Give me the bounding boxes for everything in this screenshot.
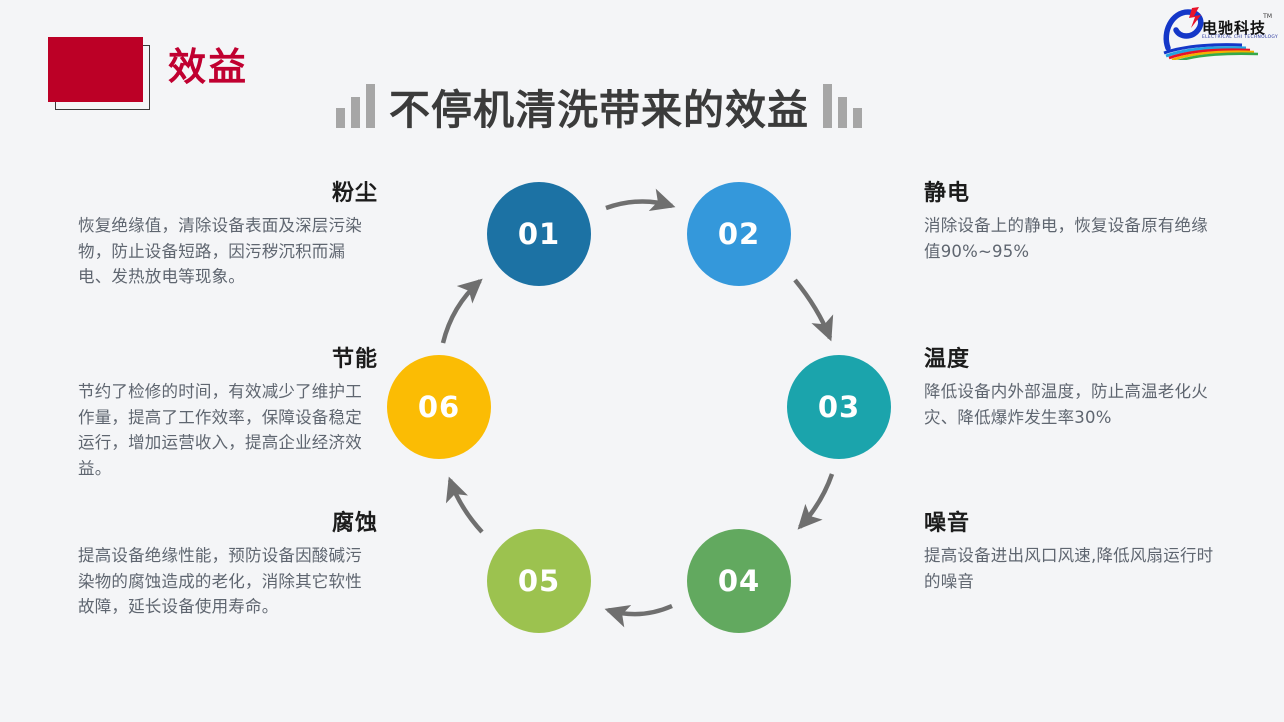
title-group: 不停机清洗带来的效益 — [336, 68, 862, 134]
benefit-block-temperature: 温度 降低设备内外部温度，防止高温老化火灾、降低爆炸发生率30% — [924, 347, 1224, 430]
benefit-block-corrosion: 腐蚀 提高设备绝缘性能，预防设备因酸碱污染物的腐蚀造成的老化，消除其它软性故障，… — [78, 511, 378, 620]
benefit-body-noise: 提高设备进出风口风速,降低风扇运行时的噪音 — [924, 546, 1214, 591]
step-circle-06[interactable]: 06 — [387, 355, 491, 459]
benefit-block-dust: 粉尘 恢复绝缘值，清除设备表面及深层污染物，防止设备短路，因污秽沉积而漏电、发热… — [78, 181, 378, 290]
arrow-03-to-04 — [797, 473, 835, 530]
bar-chart-right-icon — [823, 84, 862, 128]
kicker-label: 效益 — [168, 45, 249, 89]
bar-chart-left-icon — [336, 84, 375, 128]
benefit-body-dust: 恢复绝缘值，清除设备表面及深层污染物，防止设备短路，因污秽沉积而漏电、发热放电等… — [78, 216, 362, 287]
benefit-body-temperature: 降低设备内外部温度，防止高温老化火灾、降低爆炸发生率30% — [924, 382, 1208, 427]
benefit-heading-energy: 节能 — [331, 347, 378, 372]
company-logo: 电驰科技 ELECTRICAL CHI TECHNOLOGY TM — [1158, 4, 1278, 60]
benefit-block-noise: 噪音 提高设备进出风口风速,降低风扇运行时的噪音 — [924, 511, 1224, 594]
arrow-02-to-03 — [793, 278, 834, 342]
kicker-color-block — [48, 37, 143, 102]
page-title: 不停机清洗带来的效益 — [389, 86, 809, 134]
step-circle-05[interactable]: 05 — [487, 529, 591, 633]
logo-mark-icon — [1163, 7, 1259, 60]
benefit-heading-static: 静电 — [924, 181, 971, 206]
step-circle-02[interactable]: 02 — [687, 182, 791, 286]
arrow-05-to-06 — [445, 476, 484, 534]
benefit-block-energy: 节能 节约了检修的时间，有效减少了维护工作量，提高了工作效率，保障设备稳定运行，… — [78, 347, 378, 481]
logo-name-cn: 电驰科技 — [1202, 19, 1267, 37]
logo-trademark: TM — [1263, 13, 1272, 20]
logo-name-en: ELECTRICAL CHI TECHNOLOGY — [1202, 35, 1278, 40]
benefit-body-energy: 节约了检修的时间，有效减少了维护工作量，提高了工作效率，保障设备稳定运行，增加运… — [78, 382, 362, 478]
benefit-body-static: 消除设备上的静电，恢复设备原有绝缘值90%~95% — [924, 216, 1208, 261]
benefit-heading-temperature: 温度 — [924, 347, 971, 372]
benefit-heading-dust: 粉尘 — [331, 181, 378, 206]
step-circle-01[interactable]: 01 — [487, 182, 591, 286]
benefit-block-static: 静电 消除设备上的静电，恢复设备原有绝缘值90%~95% — [924, 181, 1224, 264]
benefit-heading-noise: 噪音 — [924, 511, 971, 536]
step-circle-04[interactable]: 04 — [687, 529, 791, 633]
arrow-01-to-02 — [605, 188, 676, 212]
benefit-body-corrosion: 提高设备绝缘性能，预防设备因酸碱污染物的腐蚀造成的老化，消除其它软性故障，延长设… — [78, 546, 362, 617]
benefit-heading-corrosion: 腐蚀 — [331, 511, 378, 536]
step-circle-03[interactable]: 03 — [787, 355, 891, 459]
arrow-06-to-01 — [440, 278, 483, 344]
arrow-04-to-05 — [604, 603, 673, 628]
